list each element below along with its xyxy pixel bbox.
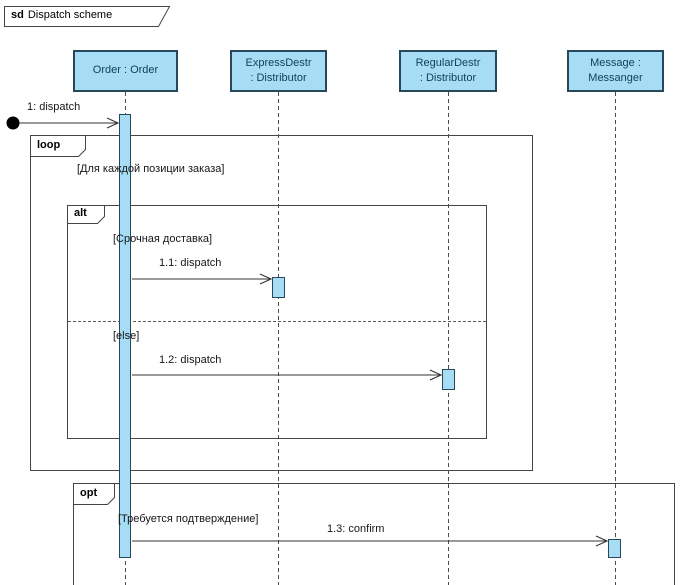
loop-operator-pentagon [30, 135, 86, 157]
found-message-dot [6, 116, 20, 130]
opt-operator-label: opt [80, 487, 98, 499]
message-1-1-arrow [132, 273, 273, 285]
opt-fragment-frame [73, 483, 675, 585]
loop-operator-label: loop [37, 139, 61, 151]
alt-operator-pentagon [67, 205, 105, 224]
opt-operator-pentagon [73, 483, 115, 505]
regulardestr-activation-bar [442, 369, 455, 390]
lifeline-head-order: Order : Order [73, 50, 178, 92]
alt-guard-first: [Срочная доставка] [113, 233, 213, 245]
diagram-title-name: Dispatch scheme [27, 9, 113, 21]
message-1-1-label: 1.1: dispatch [159, 257, 222, 269]
order-activation-bar [119, 114, 131, 558]
message-activation-bar [608, 539, 621, 558]
alt-else-divider [68, 321, 486, 322]
message-1-2-arrow [132, 369, 443, 381]
message-1-arrow [19, 117, 120, 129]
diagram-title-pentagon [4, 6, 171, 27]
alt-fragment-frame [67, 205, 487, 439]
lifeline-head-expressdestr: ExpressDestr : Distributor [230, 50, 327, 92]
expressdestr-activation-bar [272, 277, 285, 298]
message-1-3-label: 1.3: confirm [327, 523, 385, 535]
loop-fragment-frame [30, 135, 533, 471]
lifeline-head-message: Message : Messanger [567, 50, 664, 92]
opt-guard: [Требуется подтверждение] [118, 513, 259, 525]
message-1-label: 1: dispatch [27, 101, 81, 113]
message-1-3-arrow [132, 535, 609, 547]
alt-operator-label: alt [74, 207, 87, 219]
lifeline-head-regulardestr: RegularDestr : Distributor [399, 50, 497, 92]
message-1-2-label: 1.2: dispatch [159, 354, 222, 366]
diagram-title-keyword: sd [11, 9, 24, 21]
loop-guard: [Для каждой позиции заказа] [77, 163, 225, 175]
alt-guard-else: [else] [113, 330, 140, 342]
